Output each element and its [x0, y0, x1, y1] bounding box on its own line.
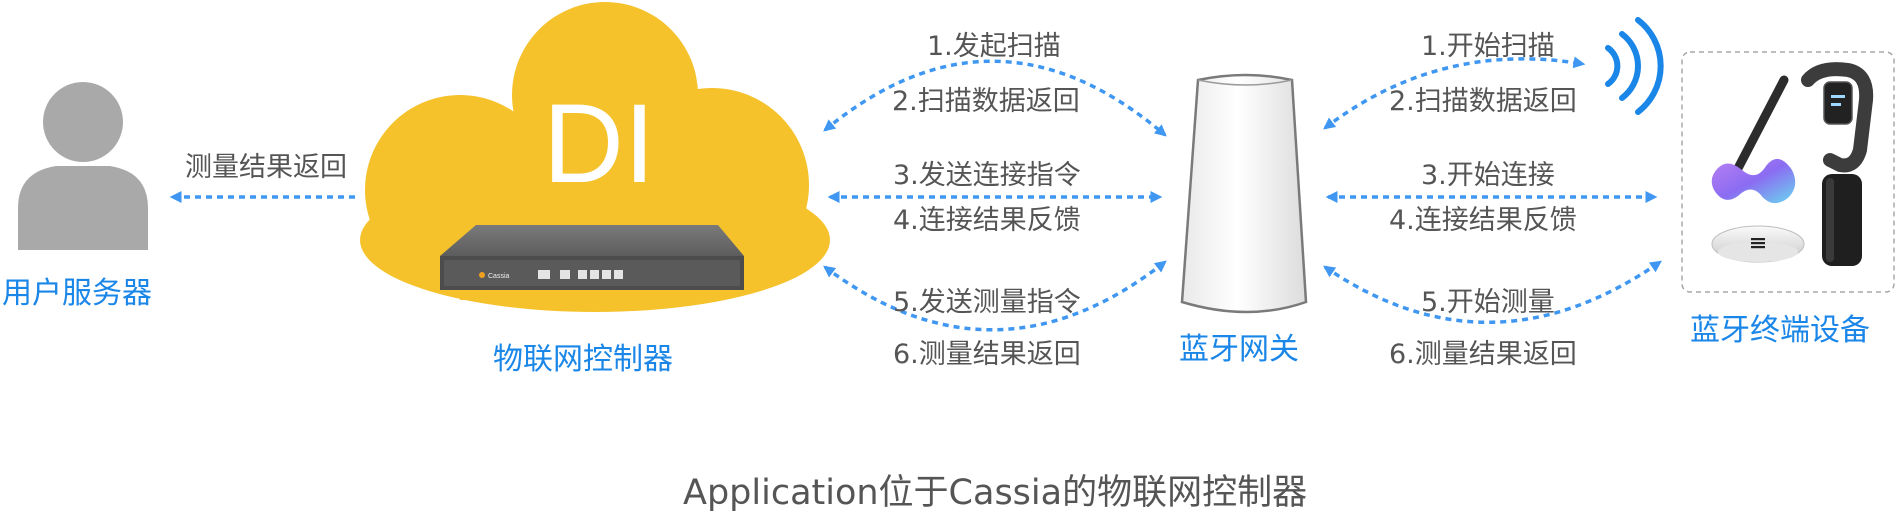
edge-label-gd-4: 4.连接结果反馈 — [1389, 205, 1577, 236]
edge-label-server-link: 测量结果返回 — [185, 152, 347, 183]
edge-label-gd-6: 6.测量结果返回 — [1389, 339, 1577, 370]
swirl-device-icon — [1711, 158, 1796, 204]
edge-label-gd-1: 1.开始扫描 — [1421, 31, 1555, 62]
devices-icon — [1711, 62, 1874, 266]
edge-label-gd-5: 5.开始测量 — [1421, 287, 1555, 318]
slab-device-icon — [1822, 174, 1862, 266]
devices-box — [1681, 51, 1895, 293]
edge-label-cg-2: 2.扫描数据返回 — [892, 86, 1080, 117]
pod-device-icon — [1711, 225, 1805, 263]
edge-label-cg-5: 5.发送测量指令 — [893, 287, 1081, 318]
label-gateway: 蓝牙网关 — [1179, 332, 1299, 367]
edge-label-cg-4: 4.连接结果反馈 — [893, 205, 1081, 236]
label-user-server: 用户服务器 — [2, 276, 152, 311]
label-terminals: 蓝牙终端设备 — [1690, 313, 1870, 348]
wireless-signal-icon — [1605, 17, 1664, 115]
gateway-icon — [1180, 73, 1308, 314]
controller-appliance-icon: Cassia — [440, 225, 744, 290]
edge-label-cg-6: 6.测量结果返回 — [893, 339, 1081, 370]
device-brand-label: Cassia — [488, 273, 510, 280]
edge-label-gd-2: 2.扫描数据返回 — [1389, 86, 1577, 117]
figure-caption: Application位于Cassia的物联网控制器 — [683, 473, 1308, 513]
edge-cg-scan — [823, 59, 1167, 137]
label-controller: 物联网控制器 — [493, 342, 673, 377]
edge-label-cg-3: 3.发送连接指令 — [893, 160, 1081, 191]
controller-logo-text: DI — [543, 81, 655, 206]
edge-label-cg-1: 1.发起扫描 — [927, 31, 1061, 62]
edge-gd-measure — [1323, 260, 1662, 324]
brand-dot-icon — [479, 272, 485, 278]
edge-label-gd-3: 3.开始连接 — [1421, 160, 1555, 191]
edge-gd-scan — [1323, 56, 1586, 130]
fitness-band-icon — [1801, 62, 1874, 173]
person-icon — [18, 82, 148, 250]
